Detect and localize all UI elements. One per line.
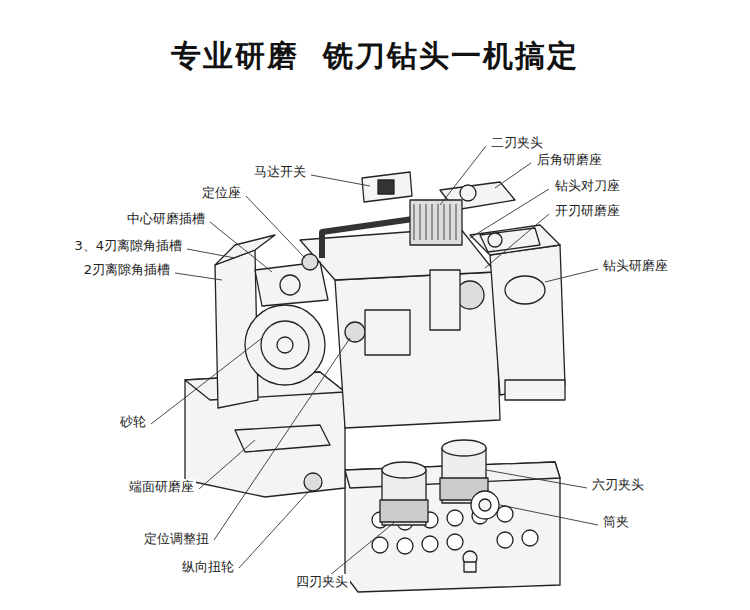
machine-part	[397, 538, 413, 554]
part-label: 纵向扭轮	[180, 559, 236, 575]
part-label: 3、4刃离隙角插槽	[72, 238, 184, 254]
part-label: 马达开关	[252, 164, 308, 180]
machine-part	[151, 338, 262, 424]
machine-part	[302, 254, 318, 270]
part-label: 中心研磨插槽	[125, 211, 207, 227]
machine-part	[239, 490, 310, 568]
machine-part	[485, 214, 549, 268]
part-label: 2刃离隙角插槽	[82, 262, 172, 278]
machine-part	[480, 228, 540, 252]
machine-part	[422, 536, 438, 552]
machine-part	[447, 510, 463, 526]
part-label: 定位调整扭	[142, 531, 211, 547]
machine-part	[440, 146, 486, 205]
part-label: 钻头对刀座	[553, 178, 622, 194]
machine-part	[362, 172, 412, 202]
part-label: 筒夹	[601, 514, 631, 530]
machine-part	[210, 222, 272, 272]
machine-part	[322, 218, 420, 258]
machine-part	[261, 321, 309, 369]
part-label: 端面研磨座	[127, 479, 196, 495]
machine-part	[345, 462, 560, 592]
part-label: 钻头研磨座	[601, 258, 670, 274]
machine-part	[486, 470, 587, 488]
machine-part	[335, 272, 500, 428]
machine-part	[246, 196, 305, 258]
part-label: 砂轮	[118, 414, 148, 430]
machine-part	[378, 180, 394, 194]
machine-part	[382, 462, 426, 478]
machine-part	[330, 522, 395, 575]
part-label: 定位座	[200, 185, 243, 201]
machine-part	[365, 310, 410, 355]
machine-part	[414, 204, 456, 240]
machine-part	[447, 534, 463, 550]
machine-part	[497, 532, 513, 548]
machine-part	[460, 185, 476, 201]
drawing-group	[151, 146, 598, 575]
machine-part	[304, 473, 322, 491]
machine-part	[471, 491, 499, 519]
machine-part	[495, 163, 531, 188]
machine-part	[185, 372, 345, 497]
machine-part	[479, 499, 491, 511]
part-label: 开刃研磨座	[553, 203, 622, 219]
machine-part	[255, 262, 328, 306]
machine-part	[545, 269, 598, 282]
drawing-group	[185, 172, 565, 592]
part-label: 后角研磨座	[535, 152, 604, 168]
machine-part	[497, 506, 513, 522]
part-label: 四刃夹头	[294, 574, 350, 590]
machine-part	[500, 505, 598, 525]
machine-part	[277, 337, 293, 353]
machine-part	[522, 530, 538, 546]
machine-part	[505, 276, 545, 304]
machine-part	[505, 380, 565, 400]
part-label: 六刃夹头	[590, 477, 646, 493]
machine-part	[199, 440, 255, 489]
machine-part	[187, 249, 235, 258]
machine-part	[280, 275, 300, 295]
machine-part	[245, 305, 325, 385]
machine-part	[175, 273, 222, 280]
machine-part	[410, 200, 462, 245]
machine-part	[464, 562, 476, 572]
page-title: 专业研磨 铣刀钻头一机搞定	[171, 36, 580, 77]
machine-part	[300, 228, 495, 280]
machine-part	[470, 189, 549, 238]
machine-part	[214, 338, 350, 540]
machine-part	[380, 500, 428, 522]
machine-part	[345, 322, 365, 342]
machine-part	[372, 537, 388, 553]
machine-part	[442, 440, 486, 456]
machine-part	[311, 175, 370, 186]
machine-part	[490, 245, 565, 395]
machine-part	[488, 233, 502, 247]
machine-part	[430, 270, 460, 330]
part-label: 二刃夹头	[489, 135, 545, 151]
